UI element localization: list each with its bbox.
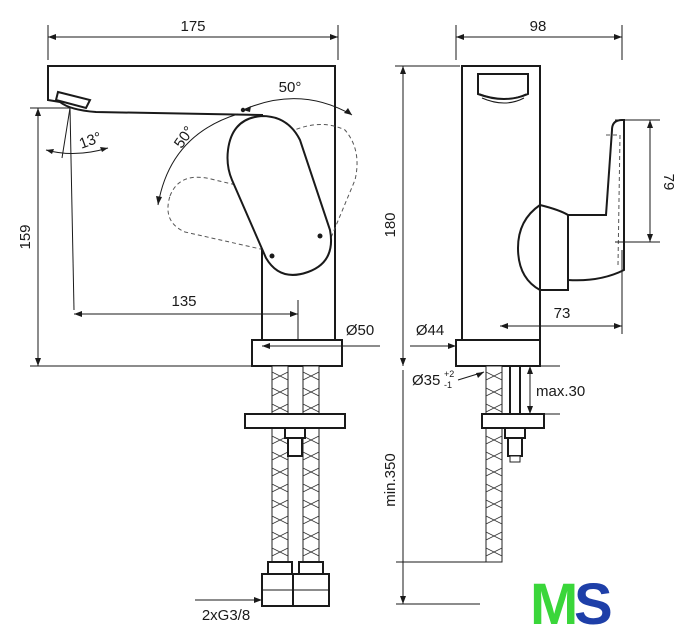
dim-lever-height: 79 — [660, 174, 677, 191]
dim-front-width: 175 — [180, 18, 205, 35]
dim-lever-angle-top: 50° — [279, 79, 302, 96]
ms-logo: M S — [530, 572, 613, 637]
dim-spout-angle: 13° — [77, 129, 104, 153]
logo-letter-m: M — [530, 572, 578, 637]
dim-side-depth: 73 — [554, 305, 571, 322]
dim-front-height: 159 — [17, 224, 34, 249]
dim-hole-tol-minus: -1 — [444, 380, 452, 390]
dim-connection: 2xG3/8 — [202, 607, 250, 624]
dim-max-thickness: max.30 — [536, 383, 585, 400]
dim-hole-tol-plus: +2 — [444, 369, 454, 379]
dim-base-diameter: Ø50 — [346, 322, 374, 339]
dim-side-width: 98 — [530, 18, 547, 35]
dim-lever-angle-left: 50° — [171, 123, 198, 151]
logo-letter-s: S — [574, 572, 613, 637]
dim-reach: 135 — [171, 293, 196, 310]
front-view: 175 50° 50° 13° 159 — [17, 18, 380, 624]
side-view: 98 79 180 73 Ø44 — [382, 18, 677, 605]
dim-hole-diameter: Ø35 — [412, 372, 440, 389]
dim-base-diameter-side: Ø44 — [416, 322, 444, 339]
dim-hose-length: min.350 — [382, 453, 399, 506]
dim-side-height: 180 — [382, 212, 399, 237]
